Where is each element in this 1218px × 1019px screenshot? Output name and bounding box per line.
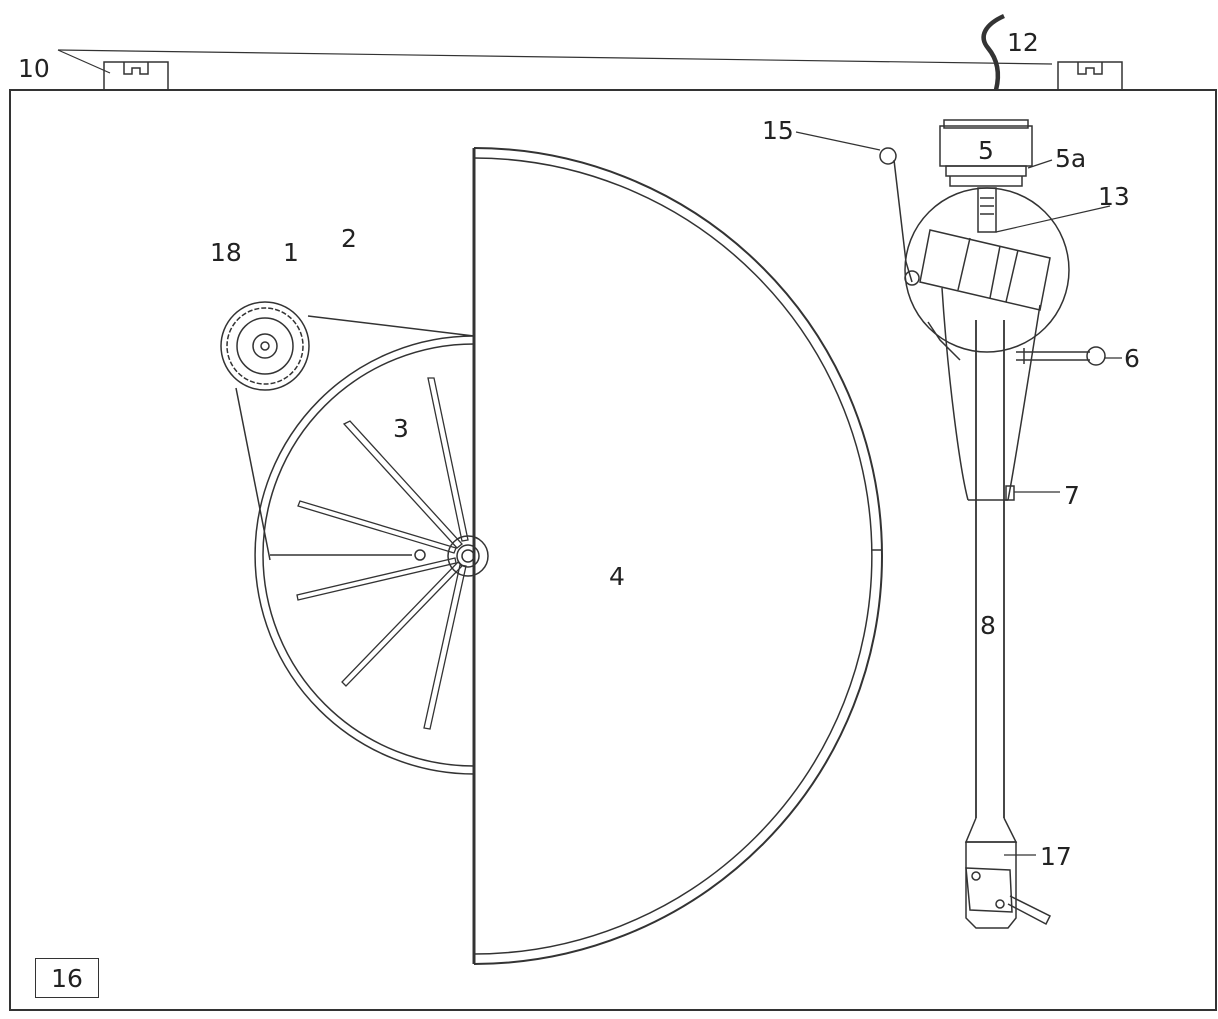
- label-8: 8: [980, 611, 996, 640]
- headshell: [965, 841, 1017, 929]
- spindle-mid: [456, 544, 480, 568]
- arm-rest-wire: [893, 159, 913, 283]
- platter-rim: [473, 157, 873, 955]
- stub-shaft: [977, 187, 997, 233]
- bias-rod-6: [1016, 348, 1090, 364]
- counterweight-top: [943, 119, 1029, 129]
- label-15: 15: [762, 116, 794, 145]
- label-10: 10: [18, 54, 50, 83]
- label-7: 7: [1064, 481, 1080, 510]
- subplatter-inner: [262, 343, 475, 767]
- arm-body: [941, 287, 1041, 501]
- arm-lift-lever: [927, 321, 961, 361]
- hinge-left: [103, 61, 169, 90]
- label-5a: 5a: [1055, 144, 1087, 173]
- hinge-right: [1057, 61, 1123, 90]
- pivot-housing: [919, 229, 1051, 311]
- label-17: 17: [1040, 842, 1072, 871]
- label-13: 13: [1098, 182, 1130, 211]
- motor-pulley-inner: [236, 317, 294, 375]
- armtube: [975, 320, 1005, 818]
- motor-pulley-hub: [252, 333, 278, 359]
- label-2: 2: [341, 224, 357, 253]
- bias-screw-7: [1005, 485, 1015, 501]
- cartridge-screw-b: [995, 899, 1005, 909]
- leader-lines: [795, 131, 1122, 856]
- arm-rest-knob: [879, 147, 897, 165]
- stub-shaft-thread: [980, 197, 994, 215]
- counterweight-5: [939, 125, 1033, 167]
- label-4: 4: [609, 562, 625, 591]
- spindle-outer: [447, 535, 489, 577]
- counterweight-collar-5a: [945, 165, 1027, 187]
- label-16: 16: [51, 963, 83, 993]
- spindle-inner: [461, 549, 475, 563]
- label-12: 12: [1007, 28, 1039, 57]
- label-3: 3: [393, 414, 409, 443]
- subplatter-hole: [414, 549, 426, 561]
- leader-lines-10: [57, 49, 1053, 74]
- headshell-taper: [964, 817, 1018, 843]
- label-18: 18: [210, 238, 242, 267]
- platter: [473, 147, 883, 965]
- plinth-base: [9, 89, 1217, 1011]
- cartridge: [965, 867, 1013, 913]
- arm-rest-clip: [904, 270, 920, 286]
- label-16-box: 16: [35, 958, 99, 998]
- signal-cable: [981, 13, 1005, 91]
- subplatter-outer: [254, 335, 475, 775]
- bias-weight: [1086, 346, 1106, 366]
- motor-pulley-ring: [226, 307, 304, 385]
- motor-pulley-center: [260, 341, 270, 351]
- label-5: 5: [978, 136, 994, 165]
- label-6: 6: [1124, 344, 1140, 373]
- motor-pulley-outer: [220, 301, 310, 391]
- subplatter-spokes: [296, 377, 469, 730]
- finger-lift: [1007, 895, 1052, 926]
- pivot-housing-bands: [957, 237, 1019, 303]
- label-1: 1: [283, 238, 299, 267]
- tonearm-base-plate: [904, 187, 1070, 353]
- cartridge-screw-a: [971, 871, 981, 881]
